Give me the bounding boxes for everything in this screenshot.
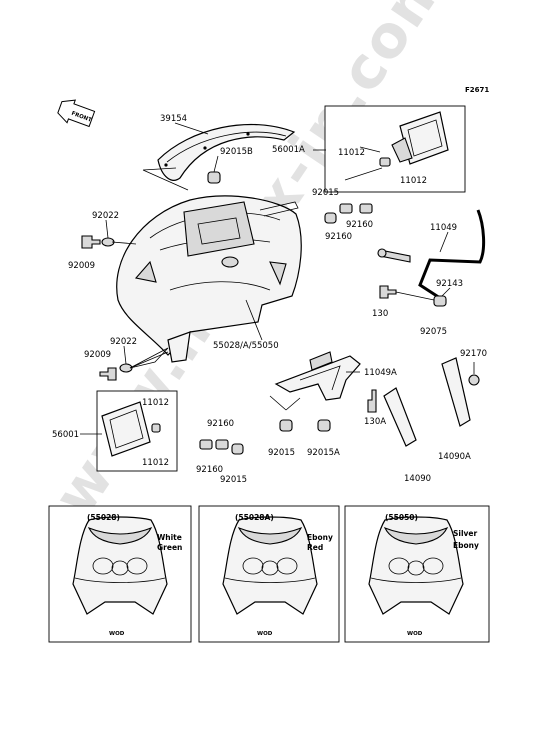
callout-11012-c: 11012 — [142, 398, 169, 408]
nut-92160-d — [199, 439, 213, 450]
variant-3-code: (55050) — [385, 513, 418, 522]
callout-11012-d: 11012 — [142, 458, 169, 468]
callout-92009-a: 92009 — [68, 261, 95, 271]
callout-55028-a-55050: 55028/A/55050 — [213, 341, 279, 351]
windshield — [157, 123, 296, 181]
callout-11012-b: 11012 — [400, 176, 427, 186]
callout-92143: 92143 — [436, 279, 463, 289]
callout-92075: 92075 — [420, 327, 447, 337]
collar-92143 — [433, 295, 447, 307]
bolt-92009-a — [81, 235, 101, 249]
variant-1-code: (55028) — [87, 513, 120, 522]
callout-92015A: 92015A — [307, 448, 340, 458]
grommet-92015-c — [279, 419, 293, 432]
variant-2-note: WOD — [257, 631, 273, 637]
callout-11049: 11049 — [430, 223, 457, 233]
callout-130: 130 — [372, 309, 388, 319]
stay-11049 — [377, 209, 486, 300]
variant-box-2: (55028A) Ebony Red WOD — [198, 505, 340, 643]
callout-92160-a: 92160 — [346, 220, 373, 230]
nut-92160-b — [359, 203, 373, 214]
variant-3-note: WOD — [407, 631, 423, 637]
callout-92015-a: 92015 — [312, 188, 339, 198]
callout-39154: 39154 — [160, 114, 187, 124]
callout-11049A: 11049A — [364, 368, 397, 378]
variant-2-code: (55028A) — [235, 513, 274, 522]
grommet-92015-b — [231, 443, 244, 455]
variant-2-color-1: Ebony — [307, 533, 333, 542]
variant-1-note: WOD — [109, 631, 125, 637]
callout-14090: 14090 — [404, 474, 431, 484]
variant-box-1: (55028) White Green WOD — [48, 505, 192, 643]
callout-92022-b: 92022 — [110, 337, 137, 347]
bolt-92009-b — [99, 367, 117, 381]
bracket-11049A — [274, 351, 361, 401]
grommet-92015A — [317, 419, 331, 432]
front-arrow-badge: FRONT — [57, 99, 96, 128]
callout-92160-c: 92160 — [207, 419, 234, 429]
callout-92009-b: 92009 — [84, 350, 111, 360]
callout-92160-d: 92160 — [196, 465, 223, 475]
variant-1-color-2: Green — [157, 543, 182, 552]
figure-code: F2671 — [465, 86, 489, 94]
mirror-56001A — [379, 111, 449, 167]
grommet-92015B — [207, 171, 221, 184]
bracket-14090 — [383, 357, 480, 447]
callout-92160-b: 92160 — [325, 232, 352, 242]
grommet-92015-a — [324, 212, 337, 224]
variant-1-color-1: White — [157, 533, 182, 542]
callout-92022-a: 92022 — [92, 211, 119, 221]
callout-56001: 56001 — [52, 430, 79, 440]
callout-56001A: 56001A — [272, 145, 305, 155]
variant-3-color-2: Ebony — [453, 541, 479, 550]
callout-92015B: 92015B — [220, 147, 253, 157]
bolt-130A — [367, 389, 377, 413]
mirror-56001 — [101, 401, 161, 457]
bolt-130 — [379, 285, 397, 299]
callout-130A: 130A — [364, 417, 386, 427]
callout-92015-b: 92015 — [220, 475, 247, 485]
variant-2-color-2: Red — [307, 543, 323, 552]
callout-11012-a: 11012 — [338, 148, 365, 158]
callout-92015-c: 92015 — [268, 448, 295, 458]
callout-14090A: 14090A — [438, 452, 471, 462]
variant-box-3: (55050) Silver Ebony WOD — [344, 505, 490, 643]
nut-92160-a — [339, 203, 353, 214]
variant-3-color-1: Silver — [453, 529, 478, 538]
callout-92170: 92170 — [460, 349, 487, 359]
upper-cowl — [116, 195, 302, 363]
nut-92160-c — [215, 439, 229, 450]
